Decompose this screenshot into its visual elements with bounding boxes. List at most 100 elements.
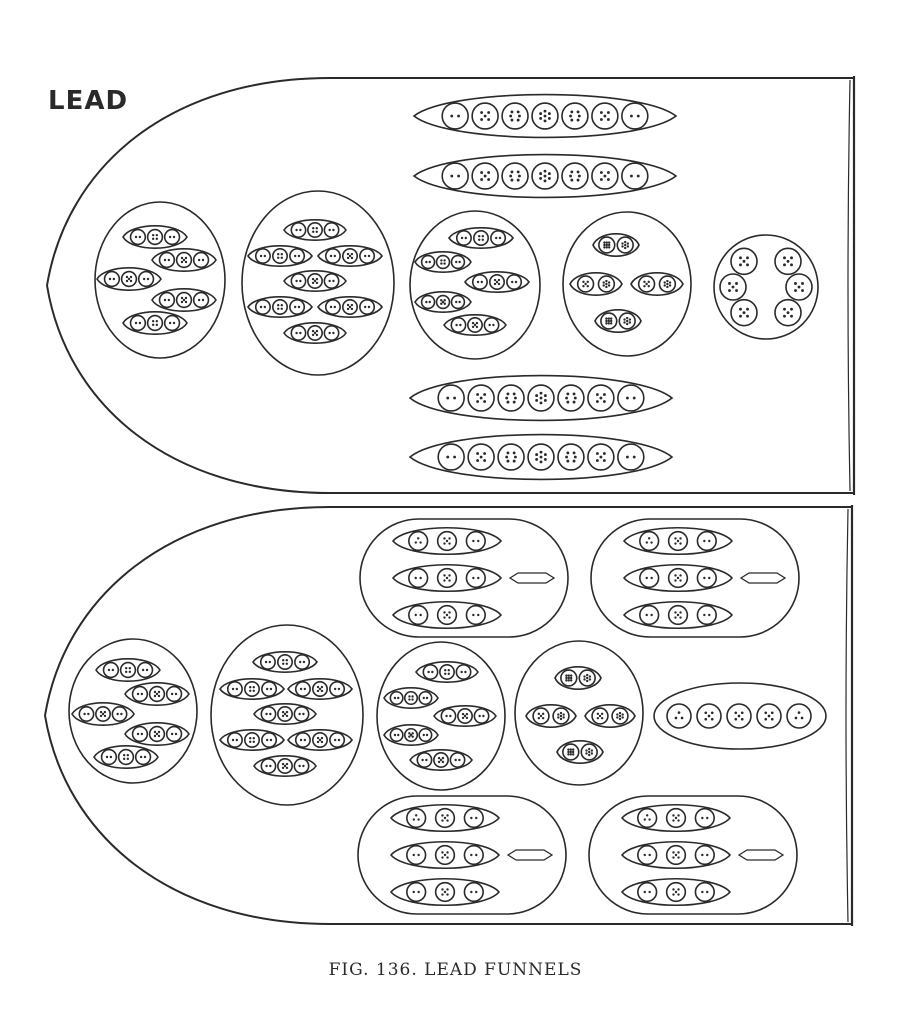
funnel-circle xyxy=(271,248,288,265)
hole-dot xyxy=(465,712,469,716)
hole-dot xyxy=(708,613,711,617)
hole-dot xyxy=(299,279,302,283)
hole-dot xyxy=(285,710,289,714)
funnel-circle xyxy=(406,844,427,866)
hole-dot xyxy=(108,277,112,281)
hole-dot xyxy=(605,322,608,325)
hole-dot xyxy=(153,734,157,738)
hole-dot xyxy=(99,714,103,718)
hole-dot xyxy=(672,819,675,822)
funnel-circle xyxy=(618,312,636,330)
hole-dot xyxy=(282,659,285,662)
hole-dot xyxy=(231,738,235,742)
hole-dot xyxy=(547,172,551,175)
hole-dot xyxy=(602,281,605,284)
hole-dot xyxy=(606,171,610,174)
hole-dot xyxy=(740,711,744,715)
hole-dot xyxy=(443,579,446,582)
hole-dot xyxy=(440,302,443,305)
hole-dot xyxy=(472,539,475,543)
hole-dot xyxy=(263,305,267,309)
hole-dot xyxy=(739,256,742,260)
hole-dot xyxy=(569,174,572,178)
hole-dot xyxy=(425,758,428,762)
hole-dot xyxy=(446,893,449,896)
hole-dot xyxy=(572,400,576,404)
hole-dot xyxy=(315,333,319,337)
hole-dot xyxy=(476,393,480,396)
hole-dot xyxy=(417,818,420,821)
hole-dot xyxy=(446,819,449,822)
hole-dot xyxy=(676,576,680,580)
hole-dot xyxy=(332,331,335,335)
hole-dot xyxy=(497,282,501,286)
hole-dot xyxy=(588,678,592,681)
hole-dot xyxy=(562,716,565,719)
funnel-circle xyxy=(271,298,288,315)
funnel-circle xyxy=(637,881,658,903)
hole-dot xyxy=(626,322,629,326)
hole-dot xyxy=(312,227,315,230)
hole-dot xyxy=(746,256,749,260)
funnel-circle xyxy=(95,706,111,722)
hole-dot xyxy=(480,280,484,284)
hole-dot xyxy=(155,732,159,736)
funnel-circle xyxy=(289,248,306,265)
hole-dot xyxy=(408,695,411,698)
hole-dot xyxy=(295,228,298,232)
funnel-circle xyxy=(192,251,210,269)
hole-dot xyxy=(483,400,487,403)
hole-dot xyxy=(363,254,367,258)
hole-dot xyxy=(605,279,608,283)
hole-dot xyxy=(269,687,273,691)
funnel-circle xyxy=(435,294,451,310)
funnel-pod xyxy=(408,374,674,422)
hole-dot xyxy=(446,888,449,891)
hole-dot xyxy=(739,263,742,267)
hole-dot xyxy=(155,237,159,241)
hole-dot xyxy=(734,711,738,715)
funnel-circle xyxy=(408,530,429,552)
hole-dot xyxy=(674,537,677,540)
funnel-circle xyxy=(483,317,500,333)
hole-dot xyxy=(746,314,749,318)
hole-dot xyxy=(425,260,428,264)
hole-dot xyxy=(180,260,184,264)
hole-dot xyxy=(441,856,444,859)
hole-dot xyxy=(252,740,255,743)
hole-dot xyxy=(141,668,145,672)
hole-dot xyxy=(566,459,570,463)
funnel-circle xyxy=(591,162,619,190)
funnel-pod xyxy=(124,682,190,706)
hole-dot xyxy=(483,393,487,396)
hole-dot xyxy=(509,174,513,178)
hole-dot xyxy=(629,114,633,118)
hole-dot xyxy=(648,890,651,894)
hole-dot xyxy=(281,766,285,770)
hole-dot xyxy=(458,300,461,304)
hole-dot xyxy=(603,174,607,178)
hole-dot xyxy=(125,279,129,283)
funnel-circle xyxy=(531,162,559,190)
hole-dot xyxy=(109,755,113,759)
hole-dot xyxy=(283,764,287,768)
hole-dot xyxy=(624,240,627,244)
hole-dot xyxy=(201,258,205,262)
hole-dot xyxy=(475,321,479,325)
hole-dot xyxy=(415,814,418,817)
sheet-outline xyxy=(43,506,852,925)
hole-dot xyxy=(514,280,518,284)
hole-dot xyxy=(172,321,176,325)
hole-dot xyxy=(734,717,738,721)
hole-dot xyxy=(285,662,288,665)
hole-dot xyxy=(543,453,547,456)
hole-dot xyxy=(636,114,640,118)
hole-dot xyxy=(471,321,475,325)
hole-dot xyxy=(128,666,132,670)
figure-caption: FIG. 136. LEAD FUNNELS xyxy=(328,960,583,980)
sheet-fold xyxy=(845,508,849,923)
hole-dot xyxy=(506,451,510,455)
funnel-pod xyxy=(283,219,347,241)
hole-dot xyxy=(320,689,324,693)
